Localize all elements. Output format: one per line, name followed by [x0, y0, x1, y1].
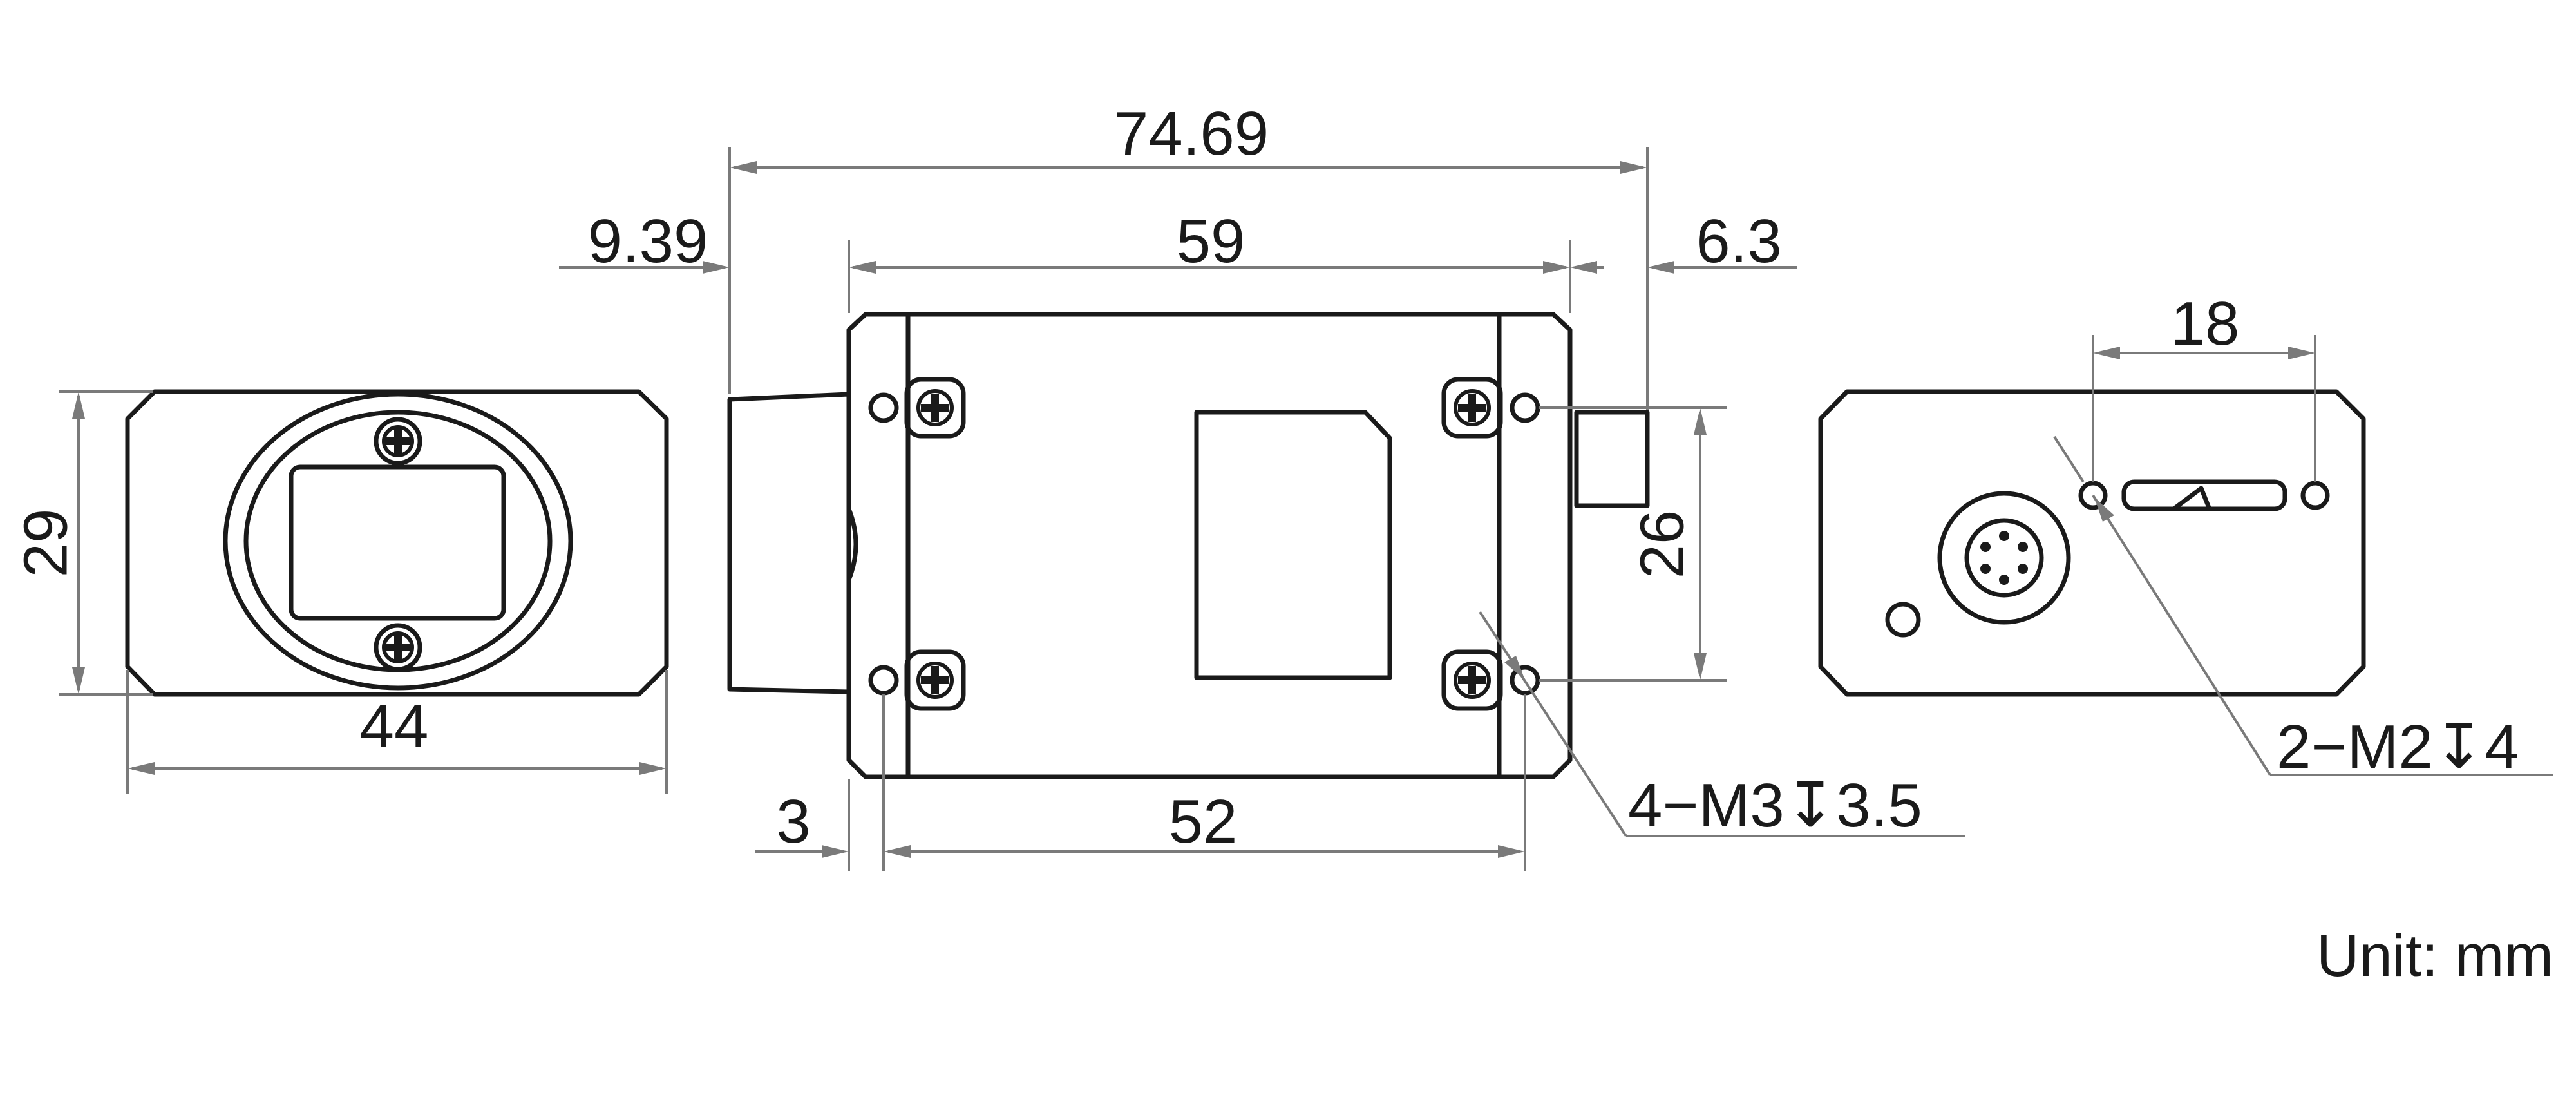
dim-label-rear-hole-spacing: 18 — [2171, 289, 2240, 358]
sensor-window — [289, 464, 506, 621]
dimension-hole-spacing-side — [1539, 406, 1727, 682]
side-mount-hole-bottom-left — [868, 665, 899, 696]
rear-mount-hole-left — [2078, 481, 2108, 510]
callout-leader-side-holes — [1479, 611, 1965, 837]
ethernet-port — [2121, 479, 2287, 511]
side-mount-hole-top-right — [1510, 392, 1540, 423]
front-bottom-screw-icon — [376, 625, 420, 669]
dimension-body-length — [853, 240, 1571, 313]
unit-note: Unit: mm — [2316, 923, 2553, 989]
front-top-screw-icon — [376, 419, 420, 463]
front-body-outline — [125, 389, 669, 697]
side-mount-hole-top-left — [868, 392, 899, 423]
callout-label-rear-holes: 2−M2↧4 — [2277, 712, 2519, 781]
dim-label-edge-hole-offset: 3 — [776, 787, 810, 856]
dim-label-front-offset: 9.39 — [588, 207, 708, 276]
dim-label-body-length: 59 — [1177, 207, 1245, 276]
lens-mount-side — [727, 392, 851, 694]
lens-mount-outer-ring — [223, 392, 573, 691]
status-led — [1885, 602, 1921, 638]
rear-body-outline — [1818, 389, 2366, 697]
dim-label-rear-offset: 6.3 — [1696, 207, 1781, 276]
dim-label-hole-spacing-side: 26 — [1627, 510, 1696, 579]
dimension-rear-offset — [1570, 261, 1797, 274]
side-screw-bottom-right-icon — [1444, 652, 1501, 709]
side-mount-hole-bottom-right — [1510, 665, 1540, 696]
front-view — [125, 389, 669, 697]
mount-bulge — [846, 506, 858, 582]
side-screw-top-right-icon — [1444, 379, 1501, 436]
dim-label-hole-spacing-long: 52 — [1169, 787, 1238, 856]
side-body-outline — [846, 312, 1573, 779]
dim-label-front-width: 44 — [360, 692, 429, 761]
dimension-front-height — [59, 390, 153, 696]
power-connector-outer — [1937, 491, 2071, 625]
connector-side — [1574, 410, 1650, 508]
connector-pin-icons — [1980, 531, 2028, 585]
dimension-overall-length — [728, 147, 1649, 410]
dim-label-overall-length: 74.69 — [1114, 99, 1269, 168]
ethernet-latch — [2173, 486, 2211, 510]
dimension-hole-spacing-long — [888, 694, 1526, 871]
callout-leader-rear-holes — [2053, 435, 2553, 776]
side-view — [727, 312, 1650, 779]
dim-label-front-height: 29 — [11, 509, 80, 578]
callout-label-side-holes: 4−M3↧3.5 — [1628, 771, 1922, 840]
rear-view — [1818, 389, 2366, 697]
rear-mount-hole-right — [2300, 481, 2330, 510]
dimension-front-width — [126, 670, 668, 794]
side-screw-bottom-left-icon — [907, 652, 963, 709]
side-screw-top-left-icon — [907, 379, 963, 436]
dimension-rear-hole-spacing — [2092, 335, 2316, 482]
label-plate — [1194, 410, 1392, 680]
power-connector-inner — [1964, 518, 2044, 598]
